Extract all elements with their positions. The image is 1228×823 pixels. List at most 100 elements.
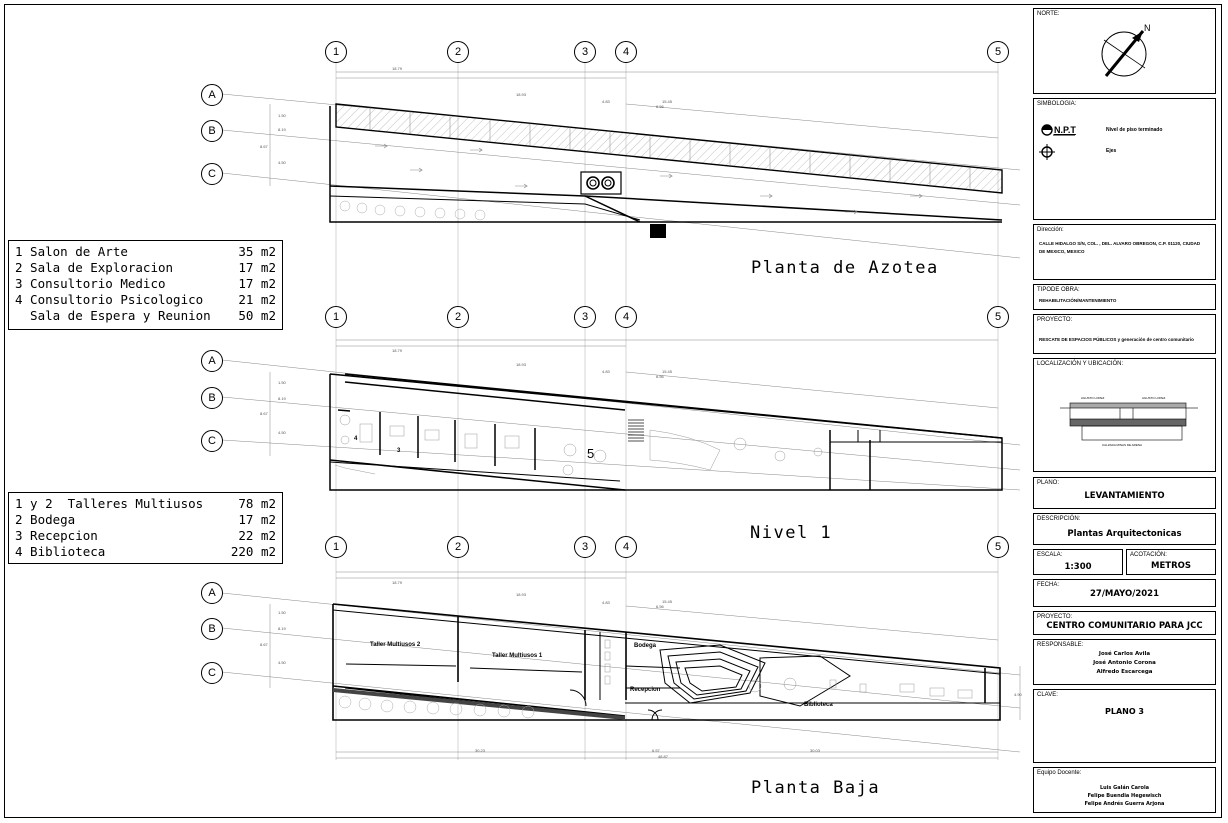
room-label-5: 5 xyxy=(587,446,595,461)
dim-n1-left-4: 4.50 xyxy=(278,430,286,435)
axis-a-nivel1: A xyxy=(201,350,223,372)
axis-5-azotea: 5 xyxy=(987,41,1009,63)
furniture-baja xyxy=(604,639,973,699)
plan-nivel1 xyxy=(221,339,1021,491)
dim-n1-left-2: 8.19 xyxy=(278,396,286,401)
dim-bottom-4: 48.87 xyxy=(658,754,669,759)
dim-bottom-2: 6.57 xyxy=(652,748,660,753)
axis-4-nivel1: 4 xyxy=(615,306,637,328)
plan-title-baja: Planta Baja xyxy=(751,778,881,798)
tb-tipo-obra: TIPODE OBRA: REHABILITACIÓN/MANTENIMIENT… xyxy=(1033,284,1216,310)
axis-3-baja: 3 xyxy=(574,536,596,558)
dim-n1-top-4: 15.45 xyxy=(662,369,673,374)
axis-c-azotea: C xyxy=(201,163,223,185)
tb-equipo-docente: Equipo Docente: Luis Galán Carola Felipe… xyxy=(1033,767,1216,813)
dim-n1-top-5: 6.56 xyxy=(656,374,664,379)
tb-norte: NORTE: N xyxy=(1033,8,1216,94)
axis-5-nivel1: 5 xyxy=(987,306,1009,328)
dim-n1-left-1: 1.50 xyxy=(278,380,286,385)
dim-pb-top-5: 6.56 xyxy=(656,604,664,609)
trees-baja xyxy=(338,695,535,719)
tb-localizacion: LOCALIZACIÓN Y UBICACIÓN: AGUSTO LOPEZ A… xyxy=(1033,358,1216,472)
dim-pb-top-1: 18.79 xyxy=(392,580,403,585)
axis-2-nivel1: 2 xyxy=(447,306,469,328)
dim-pb-left-4: 4.50 xyxy=(278,660,286,665)
plan-baja xyxy=(221,571,1021,759)
dim-pb-top-4: 15.45 xyxy=(662,599,673,604)
room-recepcion: Recepcion xyxy=(630,687,661,693)
axis-c-nivel1: C xyxy=(201,430,223,452)
room-taller-2: Taller Multiusos 2 xyxy=(370,642,421,648)
dim-top-5: 6.56 xyxy=(656,104,664,109)
dim-pb-left-2: 8.19 xyxy=(278,626,286,631)
tb-escala: ESCALA: 1:300 xyxy=(1033,549,1123,575)
furniture-nivel1 xyxy=(334,414,823,476)
axis-4-azotea: 4 xyxy=(615,41,637,63)
dim-n1-top-3: 4.83 xyxy=(602,369,610,374)
room-label-4: 4 xyxy=(354,436,358,442)
tb-descripcion: DESCRIPCIÓN: Plantas Arquitectonicas xyxy=(1033,513,1216,545)
trees-azotea xyxy=(339,200,486,221)
dim-n1-top-1: 18.79 xyxy=(392,348,403,353)
tb-direccion: Dirección: CALLE HIDALGO S/N, COL. , DEL… xyxy=(1033,224,1216,280)
dim-top-4: 15.45 xyxy=(662,99,673,104)
axis-5-baja: 5 xyxy=(987,536,1009,558)
axis-3-nivel1: 3 xyxy=(574,306,596,328)
room-biblioteca: Biblioteca xyxy=(804,702,833,708)
axis-3-azotea: 3 xyxy=(574,41,596,63)
axis-c-baja: C xyxy=(201,662,223,684)
plan-title-azotea: Planta de Azotea xyxy=(751,258,939,278)
axis-b-nivel1: B xyxy=(201,387,223,409)
axis-symbol xyxy=(1039,144,1055,160)
axis-b-baja: B xyxy=(201,618,223,640)
axis-b-azotea: B xyxy=(201,120,223,142)
room-label-3: 3 xyxy=(397,448,401,454)
dim-left-2: 8.19 xyxy=(278,127,286,132)
dim-top-1: 18.79 xyxy=(392,66,403,71)
dim-n1-left-3: 8.67 xyxy=(260,411,268,416)
axis-1-baja: 1 xyxy=(325,536,347,558)
tb-simbologia: SIMBOLOGIA: N.P.T Nivel de piso terminad… xyxy=(1033,98,1216,220)
axis-a-baja: A xyxy=(201,582,223,604)
tb-acotacion: ACOTACIÓN: METROS xyxy=(1126,549,1216,575)
axis-a-azotea: A xyxy=(201,84,223,106)
axis-2-baja: 2 xyxy=(447,536,469,558)
plan-title-nivel1: Nivel 1 xyxy=(750,523,833,543)
parapet-hatch xyxy=(335,103,1003,194)
tb-responsable: RESPONSABLE: José Carlos Avila José Anto… xyxy=(1033,639,1216,685)
dim-left-4: 4.50 xyxy=(278,160,286,165)
tb-clave: CLAVE: PLANO 3 xyxy=(1033,689,1216,763)
dim-right: 4.90 xyxy=(1014,692,1022,697)
dim-left-1: 1.50 xyxy=(278,113,286,118)
npt-description: Nivel de piso terminado xyxy=(1106,127,1163,133)
drawing-sheet xyxy=(4,4,1222,818)
room-taller-1: Taller Multiusos 1 xyxy=(492,653,543,659)
dim-top-2: 18.93 xyxy=(516,92,527,97)
dim-pb-left-3: 8.67 xyxy=(260,642,268,647)
npt-label: N.P.T xyxy=(1054,125,1076,135)
north-arrow xyxy=(1101,30,1147,77)
stair-block xyxy=(650,224,666,238)
plan-azotea xyxy=(221,71,1021,259)
tb-proyecto-nombre: PROYECTO: CENTRO COMUNITARIO PARA JCC xyxy=(1033,611,1216,635)
dim-bottom-3: 30.03 xyxy=(810,748,821,753)
dim-pb-top-2: 18.93 xyxy=(516,592,527,597)
tb-proyecto: PROYECTO: RESCATE DE ESPACIOS PÚBLICOS y… xyxy=(1033,314,1216,354)
location-map xyxy=(1060,402,1198,441)
tb-plano: PLANO: LEVANTAMIENTO xyxy=(1033,477,1216,509)
ejes-description: Ejes xyxy=(1106,148,1117,154)
north-letter: N xyxy=(1144,23,1151,33)
tb-fecha: FECHA: 27/MAYO/2021 xyxy=(1033,579,1216,607)
